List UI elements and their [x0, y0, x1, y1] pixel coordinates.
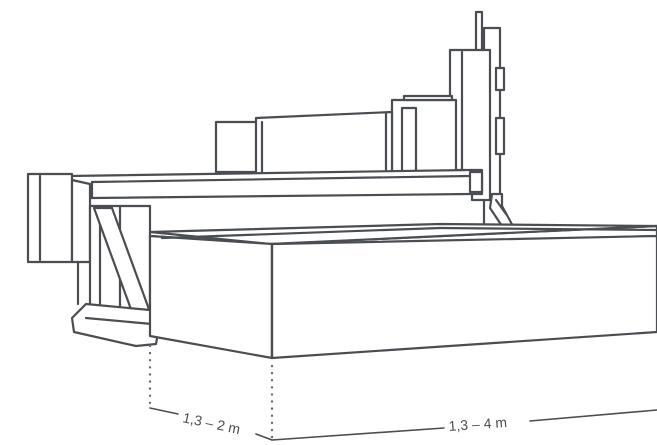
depth-dimension-label: 1,3 – 2 m [181, 409, 241, 437]
left-support [26, 172, 162, 348]
gantry-beam [68, 168, 484, 200]
gantry-carriage [214, 94, 458, 180]
work-table [148, 222, 657, 360]
dimension-guides: 1,3 – 2 m 1,3 – 4 m [148, 344, 657, 442]
width-dimension-label: 1,3 – 4 m [448, 414, 507, 434]
